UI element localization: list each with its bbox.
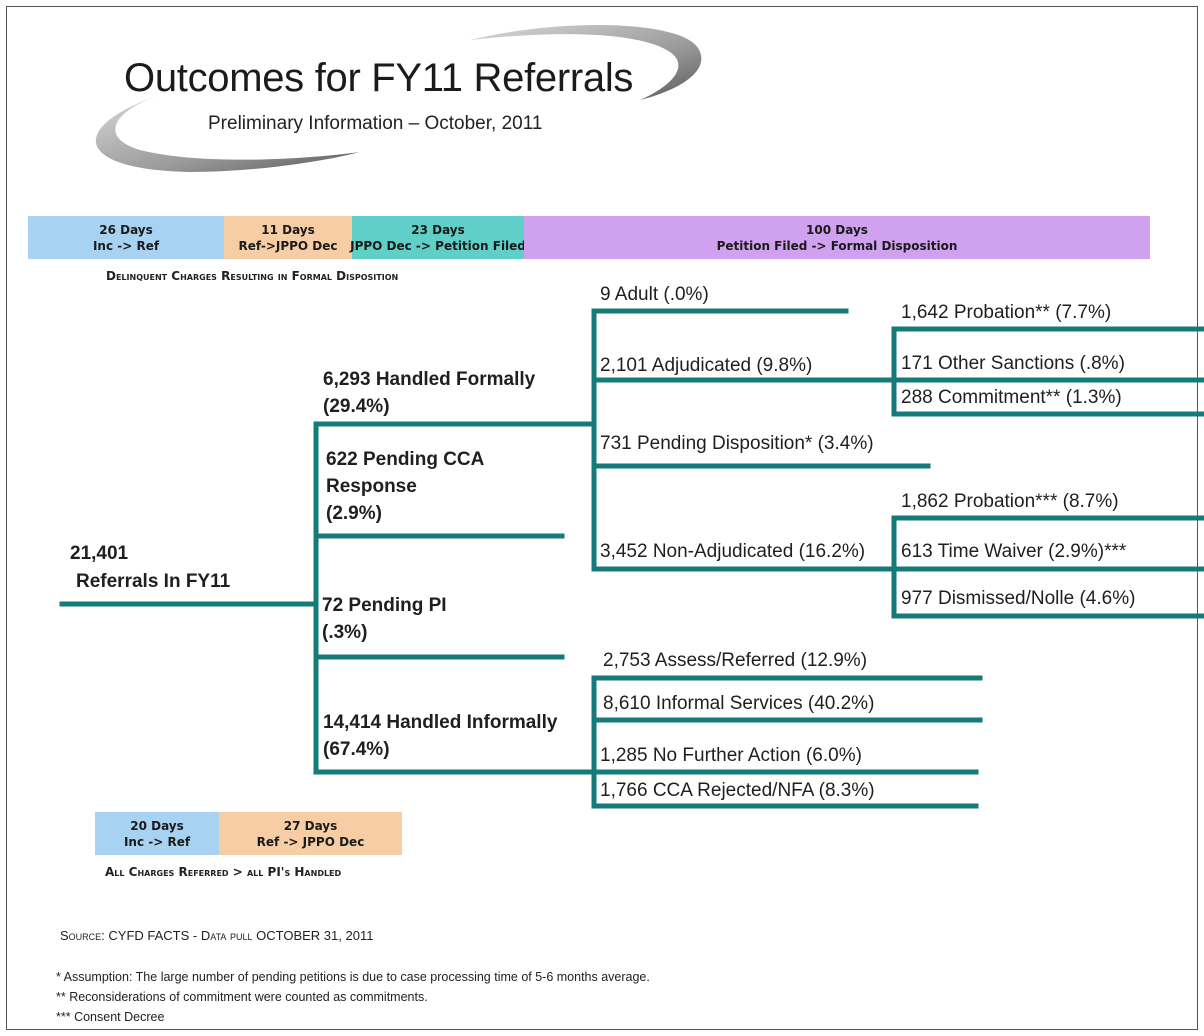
commitment-label: 288 Commitment** (1.3%) bbox=[901, 387, 1122, 408]
segment-days: 26 Days bbox=[99, 222, 153, 237]
root-label: Referrals In FY11 bbox=[76, 571, 231, 592]
timeline-bottom-segment-inc-ref: 20 Days Inc -> Ref bbox=[95, 812, 219, 855]
pending-pi-label: 72 Pending PI(.3%) bbox=[322, 595, 447, 643]
footnote-consent-decree: *** Consent Decree bbox=[56, 1010, 165, 1024]
segment-days: 23 Days bbox=[411, 222, 465, 237]
timeline-top-caption: Delinquent Charges Resulting in Formal D… bbox=[106, 269, 399, 283]
timeline-bottom-caption: All Charges Referred > all PI's Handled bbox=[105, 865, 342, 879]
nonadj-probation-label: 1,862 Probation*** (8.7%) bbox=[901, 491, 1119, 512]
footnote-assumption: * Assumption: The large number of pendin… bbox=[56, 970, 650, 984]
no-further-action-label: 1,285 No Further Action (6.0%) bbox=[600, 745, 862, 766]
non-adjudicated-label: 3,452 Non-Adjudicated (16.2%) bbox=[600, 541, 866, 562]
dismissed-label: 977 Dismissed/Nolle (4.6%) bbox=[901, 588, 1136, 609]
segment-label: Petition Filed -> Formal Disposition bbox=[716, 238, 958, 253]
timeline-bottom-segment-ref-jppo: 27 Days Ref -> JPPO Dec bbox=[219, 812, 402, 855]
segment-label: Inc -> Ref bbox=[92, 238, 160, 253]
informal-services-label: 8,610 Informal Services (40.2%) bbox=[603, 693, 875, 714]
timeline-segment-petition-disposition: 100 Days Petition Filed -> Formal Dispos… bbox=[524, 216, 1150, 259]
footnote-reconsiderations: ** Reconsiderations of commitment were c… bbox=[56, 990, 428, 1004]
segment-days: 11 Days bbox=[261, 222, 315, 237]
root-count: 21,401 bbox=[70, 543, 129, 564]
segment-label: Inc -> Ref bbox=[123, 834, 191, 849]
page-title: Outcomes for FY11 Referrals bbox=[124, 56, 634, 100]
source-note: Source: CYFD FACTS - Data pull OCTOBER 3… bbox=[60, 928, 374, 943]
segment-days: 27 Days bbox=[283, 818, 338, 833]
timeline-segment-jppo-petition: 23 Days JPPO Dec -> Petition Filed bbox=[350, 216, 526, 259]
timeline-segment-inc-ref: 26 Days Inc -> Ref bbox=[28, 216, 224, 259]
cca-rejected-label: 1,766 CCA Rejected/NFA (8.3%) bbox=[600, 780, 875, 801]
segment-days: 100 Days bbox=[806, 222, 868, 237]
time-waiver-label: 613 Time Waiver (2.9%)*** bbox=[901, 541, 1127, 562]
timeline-segment-ref-jppo: 11 Days Ref->JPPO Dec bbox=[224, 216, 352, 259]
page-subtitle: Preliminary Information – October, 2011 bbox=[208, 113, 543, 134]
segment-label: Ref -> JPPO Dec bbox=[256, 834, 365, 849]
segment-label: Ref->JPPO Dec bbox=[238, 238, 338, 253]
adult-label: 9 Adult (.0%) bbox=[600, 284, 709, 305]
segment-days: 20 Days bbox=[130, 818, 184, 833]
pending-disposition-label: 731 Pending Disposition* (3.4%) bbox=[600, 433, 874, 454]
adj-probation-label: 1,642 Probation** (7.7%) bbox=[901, 302, 1112, 323]
handled-informally-label: 14,414 Handled Informally(67.4%) bbox=[323, 712, 558, 760]
assess-referred-label: 2,753 Assess/Referred (12.9%) bbox=[603, 650, 868, 671]
adjudicated-label: 2,101 Adjudicated (9.8%) bbox=[600, 355, 813, 376]
other-sanctions-label: 171 Other Sanctions (.8%) bbox=[901, 353, 1125, 374]
handled-formally-label: 6,293 Handled Formally(29.4%) bbox=[323, 369, 536, 417]
segment-label: JPPO Dec -> Petition Filed bbox=[350, 238, 526, 253]
